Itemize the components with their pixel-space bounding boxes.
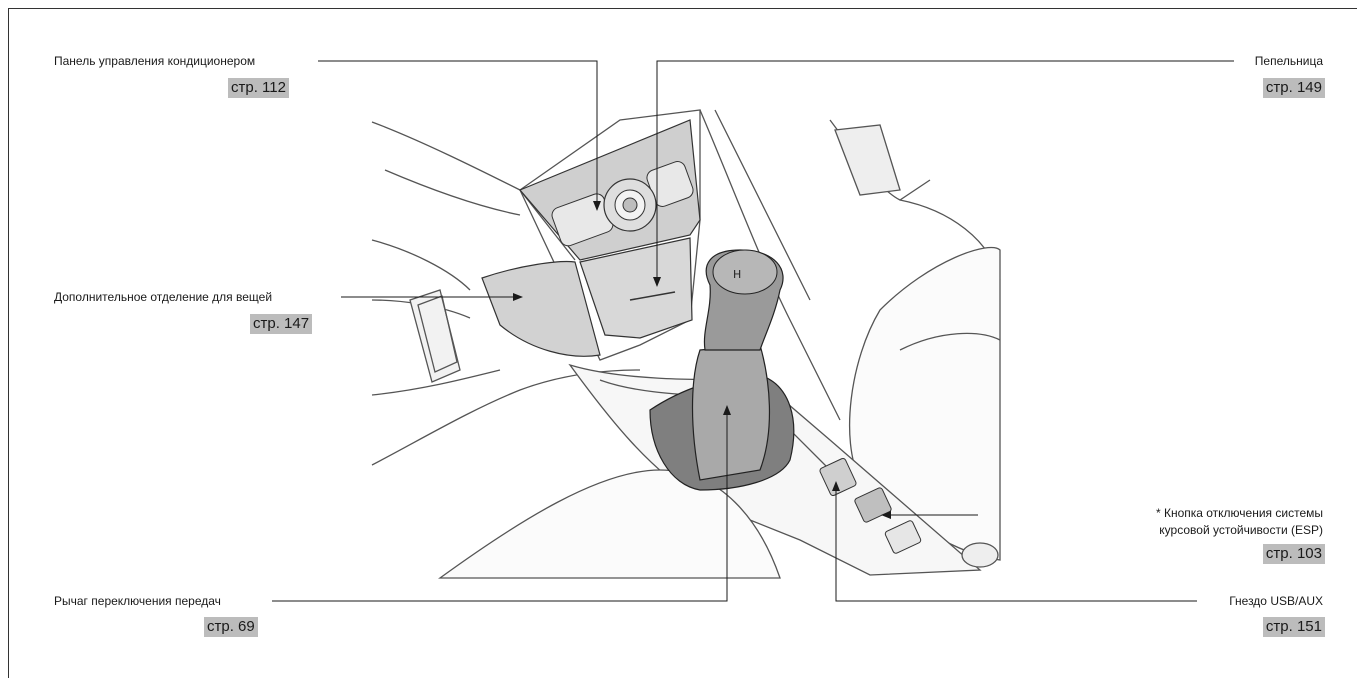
- right-vent: [835, 125, 900, 195]
- usb-aux-label: Гнездо USB/AUX: [1229, 594, 1323, 608]
- ashtray-label: Пепельница: [1255, 54, 1323, 68]
- pedal-outline: [410, 290, 460, 382]
- svg-text:Н: Н: [733, 268, 741, 281]
- storage-label: Дополнительное отделение для вещей: [54, 290, 272, 304]
- ashtray-page-ref[interactable]: стр. 149: [1263, 78, 1325, 98]
- gear-lever-label: Рычаг переключения передач: [54, 594, 221, 608]
- usb-aux-page-ref[interactable]: стр. 151: [1263, 617, 1325, 637]
- storage-page-ref[interactable]: стр. 147: [250, 314, 312, 334]
- esp-label-line2: курсовой устойчивости (ESP): [1159, 523, 1323, 537]
- climate-panel-label: Панель управления кондиционером: [54, 54, 255, 68]
- gear-lever-page-ref[interactable]: стр. 69: [204, 617, 258, 637]
- climate-panel-page-ref[interactable]: стр. 112: [228, 78, 289, 98]
- storage-compartment: [482, 262, 600, 357]
- esp-label-line1: * Кнопка отключения системы: [1156, 506, 1323, 520]
- esp-page-ref[interactable]: стр. 103: [1263, 544, 1325, 564]
